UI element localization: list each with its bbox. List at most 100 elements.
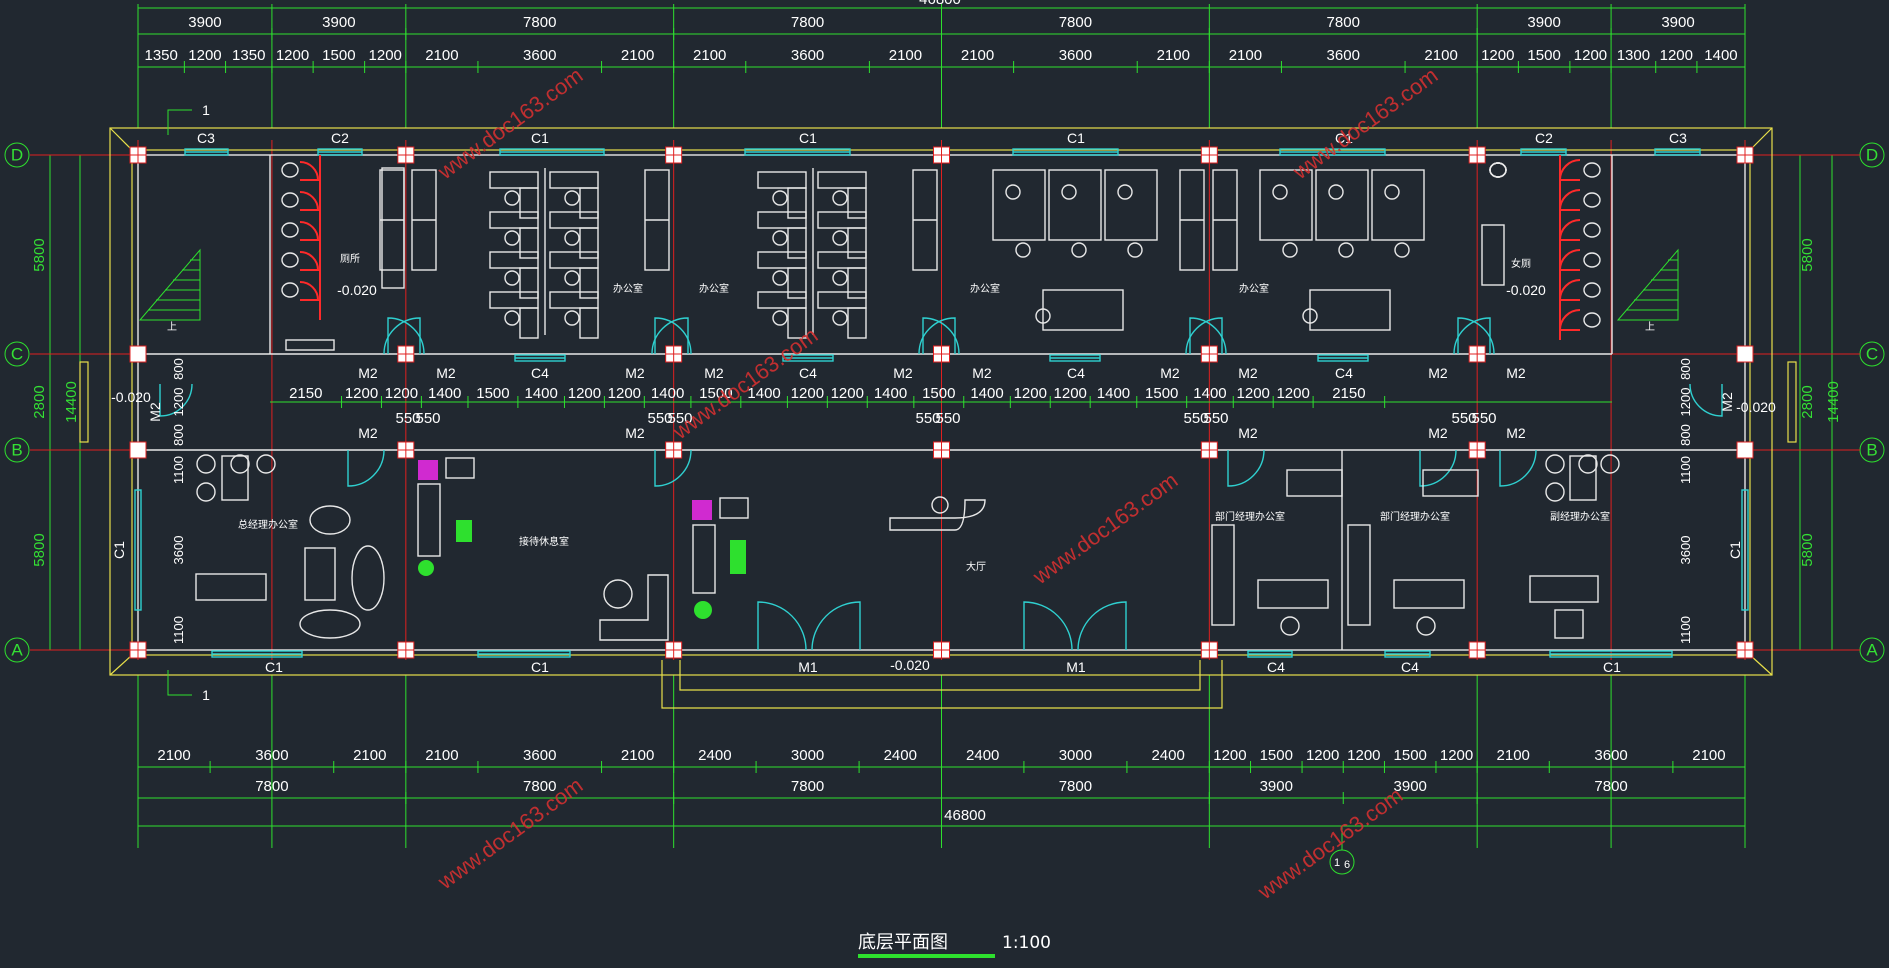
door-label: M2 <box>358 365 378 381</box>
level-mark: -0.020 <box>111 389 151 405</box>
chair <box>230 454 250 474</box>
plant <box>456 520 472 542</box>
chair <box>772 230 788 246</box>
side-door <box>159 383 193 417</box>
workstation <box>1104 169 1158 241</box>
bottom-total-dim: 46800 <box>944 807 986 824</box>
section-marks: 1 1 1 6 <box>167 102 1355 875</box>
bottom-sub-dim: 3600 <box>1594 747 1627 764</box>
bottom-sub-dim: 1200 <box>1213 747 1246 764</box>
room-label-office1: 办公室 <box>613 282 643 295</box>
top-bay-dim: 7800 <box>791 14 824 31</box>
corridor-door <box>1453 317 1491 355</box>
doors <box>159 317 1723 651</box>
printer <box>1554 609 1584 639</box>
toilet-bowl <box>1583 252 1601 268</box>
chair <box>1005 184 1021 200</box>
table <box>603 579 633 609</box>
left-detail-dim: 800 <box>171 358 186 380</box>
desk <box>579 307 599 339</box>
sink-counter <box>1481 224 1505 286</box>
door-label: M2 <box>625 425 645 441</box>
chair <box>1416 616 1436 636</box>
desk <box>847 307 867 339</box>
stall-door <box>1558 309 1581 331</box>
chair <box>564 310 580 326</box>
axis-c-right: C <box>1866 345 1878 364</box>
workstation <box>1048 169 1102 241</box>
window-label: C1 <box>1603 659 1621 675</box>
corridor-dim: 1200 <box>568 385 601 402</box>
chair <box>504 270 520 286</box>
stall-door <box>1558 249 1581 271</box>
top-sub-dim: 1200 <box>276 47 309 64</box>
stall-door <box>1558 279 1581 301</box>
room-label-office3: 办公室 <box>970 282 1000 295</box>
drawing-scale: 1:100 <box>1002 933 1051 953</box>
top-dimension-labels: 46800 3900390078007800780078003900390013… <box>144 0 1737 64</box>
plant <box>418 560 434 576</box>
top-sub-dim: 3600 <box>791 47 824 64</box>
bottom-sub-dim: 3600 <box>255 747 288 764</box>
table <box>221 455 249 501</box>
plan-labels: C3 C2 C1 C1 C1 C1 C2 C3 C1 C1 C4 C4 C1 C… <box>111 130 1776 675</box>
door-label: M2 <box>1238 425 1258 441</box>
top-sub-dim: 1500 <box>322 47 355 64</box>
corridor-dim: 1200 <box>791 385 824 402</box>
corridor-door <box>922 317 960 355</box>
corridor-dim: 1200 <box>345 385 378 402</box>
axis-d-right: D <box>1866 146 1878 165</box>
corridor-door <box>347 449 385 487</box>
toilet-bowl <box>281 252 299 268</box>
window-label: C1 <box>799 130 817 146</box>
cabinet <box>1211 524 1235 626</box>
right-detail-dim: 800 <box>1678 424 1693 446</box>
chair <box>1015 242 1031 258</box>
corridor-dim: 1200 <box>1014 385 1047 402</box>
room-label-dept1: 部门经理办公室 <box>1215 510 1285 523</box>
column-gap-dim: 550 <box>1203 410 1228 427</box>
stall-door <box>299 191 320 211</box>
right-dim-5800-bottom: 5800 <box>1799 533 1816 566</box>
plant <box>692 500 712 520</box>
urinal <box>285 339 335 351</box>
corridor-dim: 1400 <box>1193 385 1226 402</box>
chair <box>445 457 475 479</box>
bottom-sub-dim: 2100 <box>1692 747 1725 764</box>
shelf <box>692 524 716 594</box>
corridor-dim: 1200 <box>385 385 418 402</box>
axis-b-right: B <box>1866 441 1877 460</box>
section-mark-top: 1 <box>202 102 210 118</box>
door-label: M2 <box>1506 365 1526 381</box>
level-mark: -0.020 <box>1506 282 1546 298</box>
watermark-text: www.doc163.com <box>1027 467 1182 589</box>
room-label-office4: 办公室 <box>1239 282 1269 295</box>
entrance-door-label: M1 <box>798 659 818 675</box>
cabinet <box>1347 524 1371 626</box>
workstation <box>1371 169 1425 241</box>
entrance-door-label: M1 <box>1066 659 1086 675</box>
sofa <box>599 574 669 641</box>
table <box>1569 455 1597 501</box>
desk <box>549 171 599 189</box>
top-sub-dim: 3600 <box>1059 47 1092 64</box>
corridor-dim: 1200 <box>1054 385 1087 402</box>
right-detail-dim: 3600 <box>1678 536 1693 565</box>
chair <box>1578 454 1598 474</box>
chair <box>504 310 520 326</box>
top-sub-dim: 1200 <box>1574 47 1607 64</box>
chair <box>564 230 580 246</box>
corridor-dim: 1400 <box>970 385 1003 402</box>
bottom-sub-dim: 2100 <box>157 747 190 764</box>
bottom-sub-dim: 1200 <box>1347 747 1380 764</box>
room-label-deputy: 副经理办公室 <box>1550 510 1610 523</box>
top-sub-dim: 2100 <box>961 47 994 64</box>
chair <box>1035 308 1051 324</box>
desk <box>787 227 807 259</box>
corridor-dim: 1400 <box>651 385 684 402</box>
window-label: C1 <box>531 130 549 146</box>
column-gap-dim: 550 <box>1471 410 1496 427</box>
toilet-bowl <box>1583 162 1601 178</box>
top-sub-dim: 1400 <box>1704 47 1737 64</box>
